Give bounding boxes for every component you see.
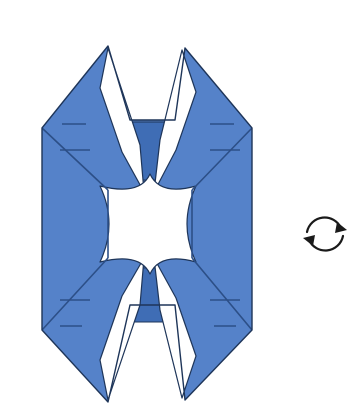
folded-paper-model <box>42 46 252 402</box>
turn-over-icon <box>303 218 347 251</box>
turn-over-arrowhead-top <box>335 222 347 233</box>
turn-over-arrowhead-bottom <box>303 235 315 246</box>
center-star <box>100 174 196 274</box>
